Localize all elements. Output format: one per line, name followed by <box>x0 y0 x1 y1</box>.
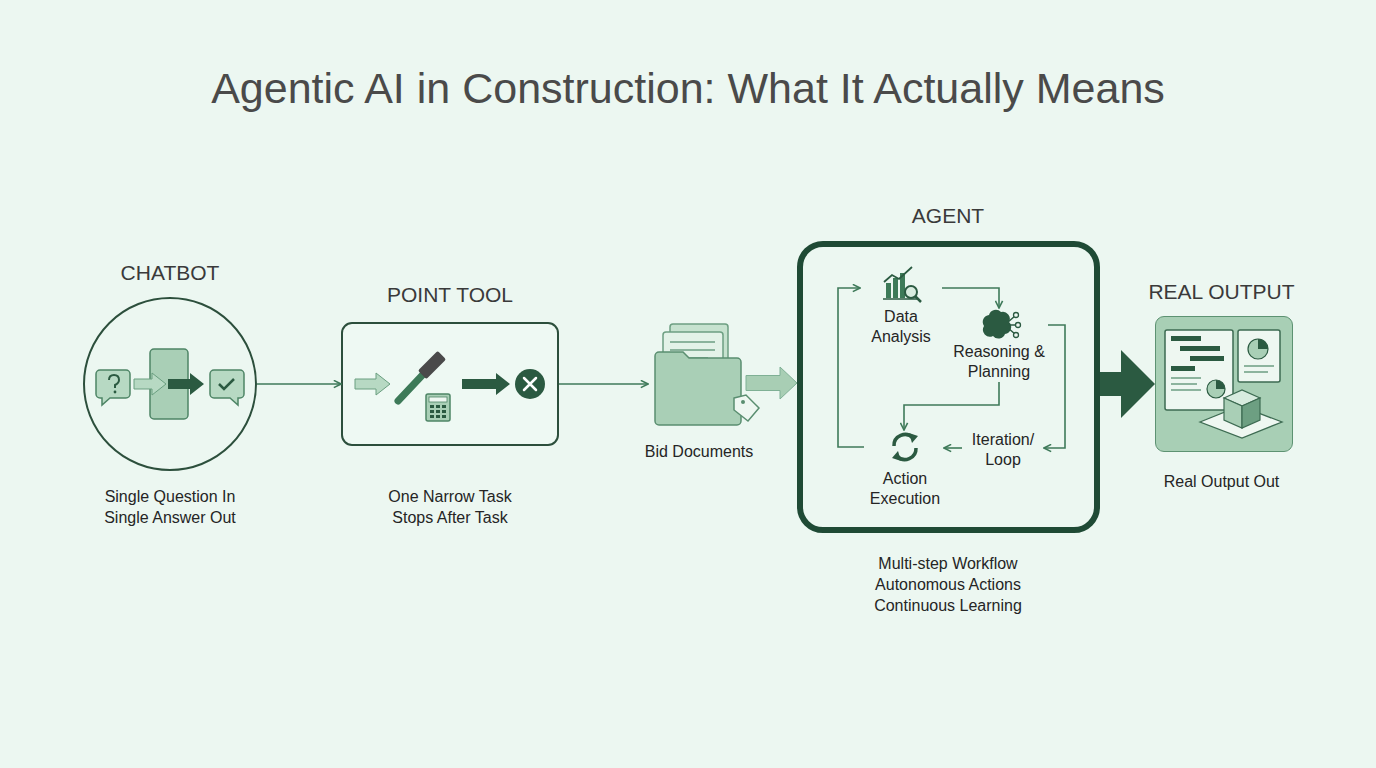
agent-box: AGENTMulti-step Workflow Autonomous Acti… <box>797 241 1100 533</box>
diagram-title: Agentic AI in Construction: What It Actu… <box>0 62 1376 114</box>
connector-line <box>838 288 864 447</box>
flow-connector <box>746 367 797 399</box>
dark-arrow <box>168 373 204 395</box>
trend-line <box>884 267 912 282</box>
flow-connector <box>904 382 999 430</box>
network-dot <box>1016 323 1021 328</box>
document-lines <box>670 342 715 358</box>
connector-line <box>904 382 999 430</box>
node-caption: Bid Documents <box>614 441 784 462</box>
node-heading: AGENT <box>838 203 1058 229</box>
node-caption: Single Question In Single Answer Out <box>88 486 253 528</box>
flow-connector <box>838 288 864 447</box>
node-caption: One Narrow Task Stops After Task <box>373 486 528 528</box>
step-node: Data Analysis <box>860 270 942 346</box>
network-lines <box>1008 316 1016 334</box>
folder-icon <box>655 324 759 425</box>
data-analysis-icon <box>883 267 921 302</box>
node-caption: Multi-step Workflow Autonomous Actions C… <box>856 553 1041 616</box>
node-heading: REAL OUTPUT <box>1112 279 1332 305</box>
flow-connector <box>944 448 962 449</box>
action-icon <box>892 433 918 461</box>
network-dot <box>1014 313 1019 318</box>
price-tag <box>734 395 759 421</box>
cycle-arc <box>894 435 913 446</box>
connector-line <box>257 383 341 385</box>
cycle-arc <box>897 448 916 459</box>
connector-line <box>559 383 648 385</box>
phone-shape <box>150 349 188 419</box>
answer-bubble <box>210 370 244 405</box>
output-box: REAL OUTPUTReal Output Out <box>1155 316 1293 452</box>
cycle-head <box>909 433 918 443</box>
document-sheet <box>663 332 723 380</box>
folder-body <box>655 352 741 425</box>
step-label: Iteration/ Loop <box>962 430 1044 470</box>
cycle-head <box>892 451 901 461</box>
flow-connector <box>257 384 341 385</box>
light-arrow <box>134 373 166 395</box>
flow-connector <box>942 288 999 308</box>
document-sheet <box>670 324 728 374</box>
magnifier-lens <box>905 286 917 298</box>
step-label: Data Analysis <box>860 307 942 347</box>
block-arrow <box>1100 350 1155 418</box>
question-symbol <box>109 375 119 388</box>
brain-shape <box>983 310 1011 339</box>
chatbot-circle: CHATBOTSingle Question In Single Answer … <box>83 297 257 471</box>
question-dot <box>114 391 117 394</box>
chatbot-icon <box>96 349 244 419</box>
step-label: Reasoning & Planning <box>949 342 1049 382</box>
bar-chart <box>886 273 905 298</box>
chart-axis <box>883 298 918 300</box>
step-node: Reasoning & Planning <box>950 308 1048 382</box>
step-node: Action Execution <box>864 430 944 507</box>
step-label: Action Execution <box>864 469 946 509</box>
flow-connector <box>1044 325 1065 448</box>
node-caption: Real Output Out <box>1112 470 1332 491</box>
node-heading: CHATBOT <box>60 260 280 286</box>
reasoning-icon <box>983 310 1021 339</box>
document-node: Bid Documents <box>648 322 746 427</box>
flow-connector <box>1100 350 1155 418</box>
connector-line <box>942 288 999 308</box>
magnifier-handle <box>915 296 921 302</box>
block-arrow <box>746 367 797 399</box>
tool-box: POINT TOOLOne Narrow Task Stops After Ta… <box>341 322 559 446</box>
question-bubble <box>96 370 130 405</box>
connector-line <box>1044 325 1065 448</box>
tag-hole <box>741 400 745 404</box>
step-node: Iteration/ Loop <box>962 428 1044 468</box>
connector-line <box>944 447 962 449</box>
node-heading: POINT TOOL <box>335 282 565 308</box>
flow-connector <box>559 384 648 385</box>
network-dot <box>1014 333 1019 338</box>
check-symbol <box>219 379 234 389</box>
